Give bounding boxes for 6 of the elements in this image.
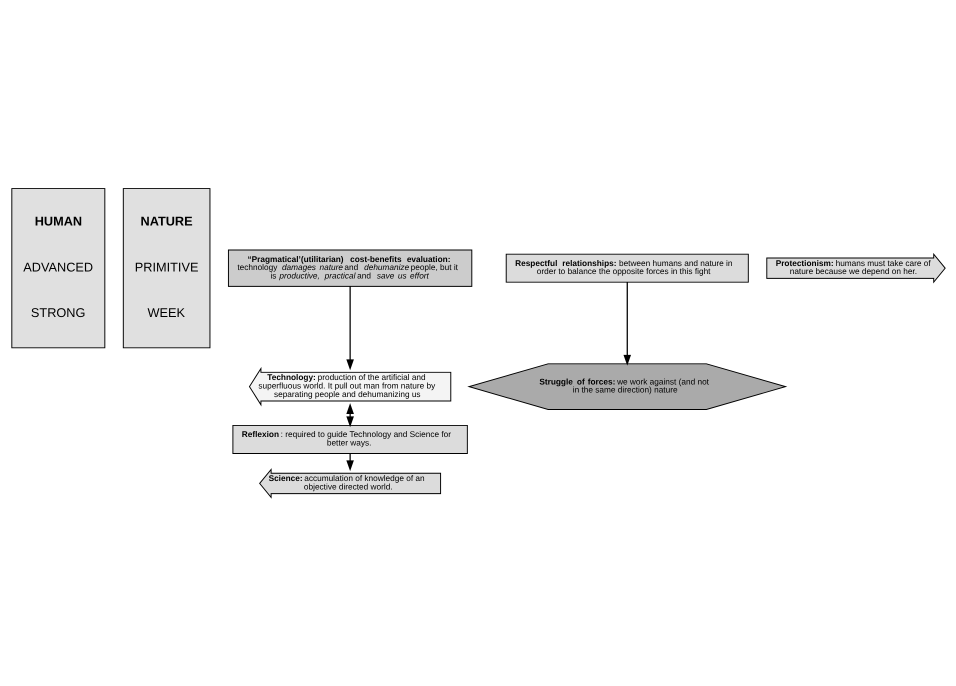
arrow <box>346 454 354 472</box>
arrow <box>346 403 354 428</box>
node-box: NATURE PRIMITIVE WEEK <box>122 188 210 348</box>
node-box: HUMAN ADVANCED STRONG <box>10 188 105 348</box>
arrow <box>346 286 354 370</box>
arrow <box>622 282 631 366</box>
